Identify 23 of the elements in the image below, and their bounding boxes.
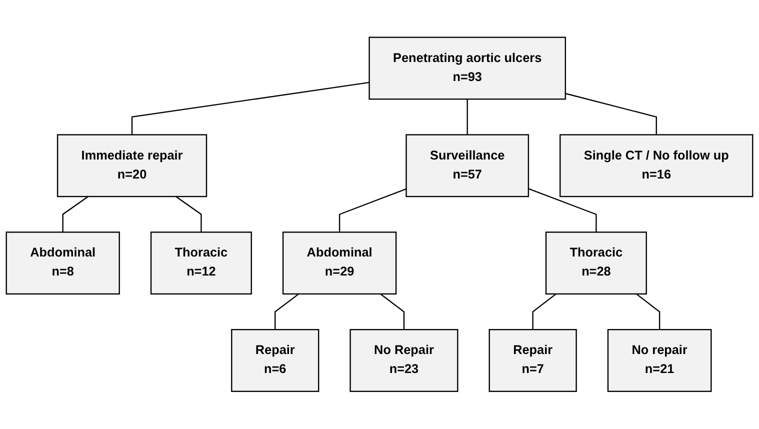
node-box: Penetrating aortic ulcers n=93 (368, 36, 566, 100)
node-box: No repair n=21 (607, 329, 712, 392)
connector (532, 294, 556, 330)
node-box: Single CT / No follow up n=16 (560, 134, 754, 198)
connector (636, 294, 660, 330)
connector (528, 188, 597, 232)
node-box: Surveillance n=57 (406, 134, 530, 198)
connector (565, 93, 657, 135)
connector (62, 196, 88, 232)
connector (274, 294, 300, 330)
connector (176, 196, 202, 232)
node-box: Abdominal n=8 (6, 232, 120, 295)
connector (131, 82, 370, 135)
node-box: Thoracic n=28 (545, 232, 647, 295)
node-box: Repair n=6 (231, 329, 320, 392)
node-box: Immediate repair n=20 (56, 134, 208, 198)
node-box: No Repair n=23 (350, 329, 458, 392)
node-box: Repair n=7 (488, 329, 577, 392)
connector (380, 294, 405, 330)
connector (466, 99, 468, 135)
node-box: Thoracic n=12 (150, 232, 252, 295)
connector (338, 188, 406, 232)
node-box: Abdominal n=29 (282, 232, 397, 295)
